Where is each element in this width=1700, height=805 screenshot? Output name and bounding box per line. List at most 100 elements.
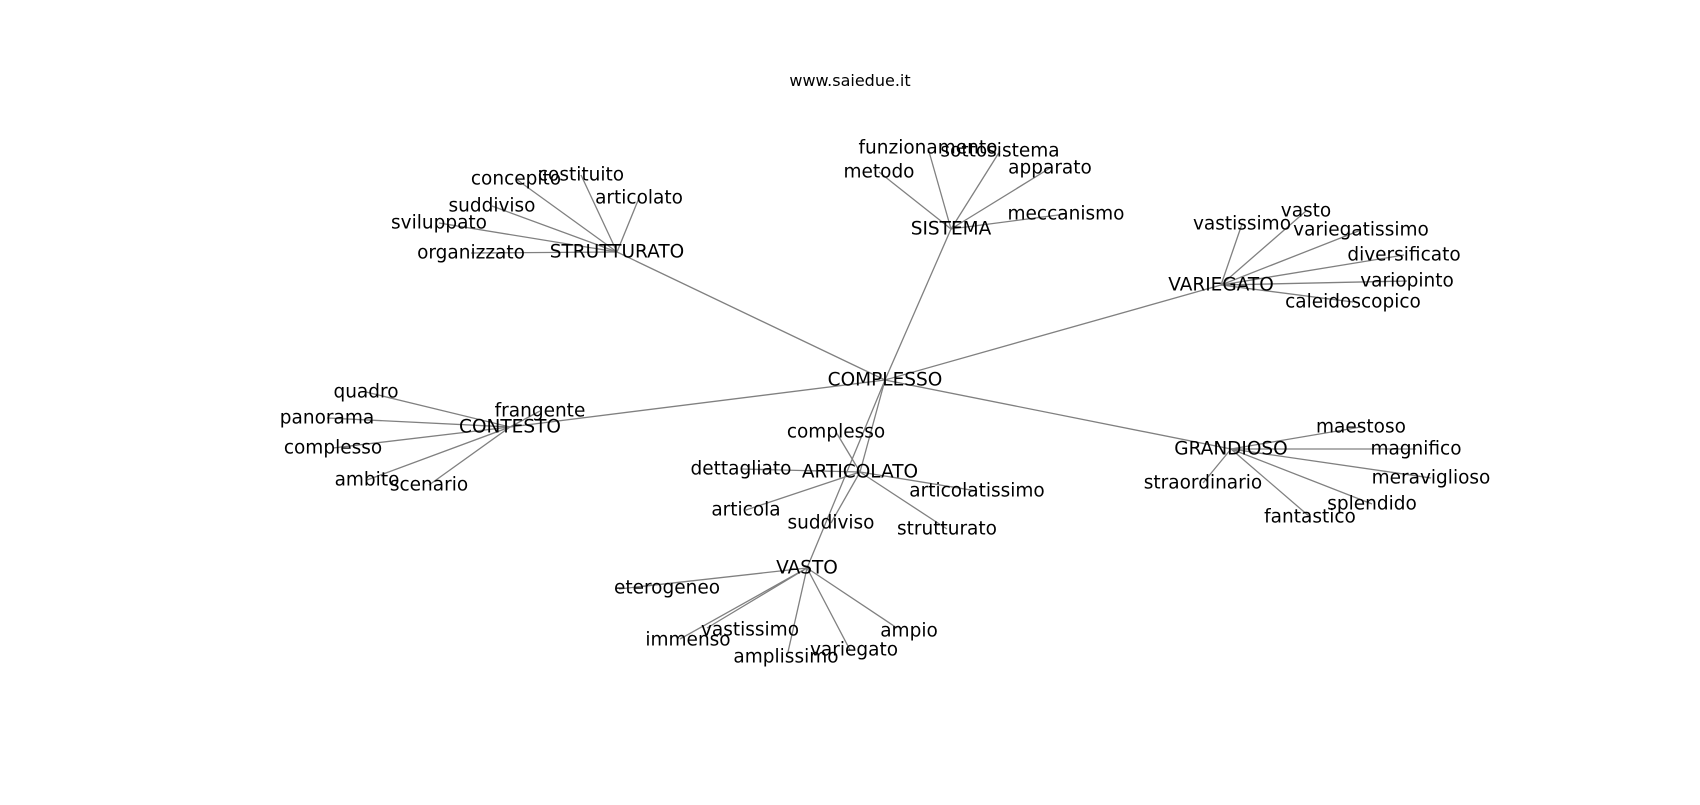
leaf-node-maestoso: maestoso	[1316, 417, 1406, 438]
leaf-node-panorama: panorama	[280, 408, 374, 429]
leaf-node-diversificato: diversificato	[1347, 245, 1460, 266]
hub-node-articolato: ARTICOLATO	[802, 462, 918, 483]
leaf-node-dettagliato: dettagliato	[691, 459, 792, 480]
leaf-node-variegato: variegato	[810, 640, 898, 661]
leaf-node-splendido: splendido	[1327, 494, 1417, 515]
leaf-node-vastissimo: vastissimo	[1193, 214, 1291, 235]
leaf-node-costituito: costituito	[538, 165, 624, 186]
leaf-node-variegatissimo: variegatissimo	[1293, 220, 1429, 241]
edge-strutturato-articolato	[616, 197, 640, 253]
edge-root-sistema	[884, 228, 952, 381]
leaf-node-articola: articola	[711, 500, 780, 521]
leaf-node-sottosistema: sottosistema	[940, 141, 1059, 162]
leaf-node-concepito: concepito	[471, 169, 561, 190]
leaf-node-frangente: frangente	[495, 401, 586, 422]
edge-strutturato-costituito	[580, 174, 618, 253]
edge-vasto-amplissimo	[787, 567, 808, 653]
edge-sistema-funzionamento	[927, 147, 952, 230]
edge-root-strutturato	[616, 251, 886, 381]
leaf-node-ampio: ampio	[880, 621, 938, 642]
leaf-node-magnifico: magnifico	[1370, 439, 1461, 460]
root-node-label: COMPLESSO	[828, 370, 943, 391]
edge-variegato-variopinto	[1220, 280, 1408, 286]
edge-variegato-vasto	[1220, 210, 1307, 286]
leaf-node-suddiviso: suddiviso	[787, 513, 874, 534]
edge-contesto-complesso	[332, 426, 511, 449]
leaf-node-strutturato: strutturato	[897, 519, 997, 540]
leaf-node-meccanismo: meccanismo	[1008, 204, 1125, 225]
edge-strutturato-organizzato	[470, 251, 618, 254]
leaf-node-straordinario: straordinario	[1144, 473, 1262, 494]
edge-variegato-vastissimo	[1220, 223, 1243, 286]
edge-articolato-articolatissimo	[859, 471, 978, 492]
edge-strutturato-suddiviso	[491, 205, 618, 253]
edge-articolato-suddiviso	[830, 471, 861, 524]
leaf-node-organizzato: organizzato	[417, 243, 525, 264]
hub-node-variegato: VARIEGATO	[1168, 275, 1274, 296]
edge-vasto-ampio	[806, 567, 898, 629]
edge-articolato-articola	[745, 471, 861, 511]
leaf-node-scenario: scenario	[390, 475, 468, 496]
labels: COMPLESSOSTRUTTURATOconcepitocostituitoa…	[280, 138, 1491, 668]
leaf-node-articolatissimo: articolatissimo	[909, 481, 1044, 502]
edge-contesto-frangente	[509, 410, 541, 428]
edge-grandioso-meraviglioso	[1230, 448, 1432, 479]
edge-contesto-scenario	[428, 426, 511, 486]
edge-strutturato-sviluppato	[438, 222, 618, 253]
leaf-node-vastissimo: vastissimo	[701, 620, 799, 641]
hub-node-sistema: SISTEMA	[911, 219, 992, 240]
edge-contesto-quadro	[365, 391, 511, 428]
edge-vasto-variegato	[806, 567, 851, 651]
edge-root-contesto	[509, 379, 886, 428]
edge-sistema-meccanismo	[950, 213, 1067, 230]
edge-contesto-ambito	[366, 426, 511, 481]
leaf-node-eterogeneo: eterogeneo	[614, 578, 720, 599]
leaf-node-meraviglioso: meraviglioso	[1372, 468, 1491, 489]
leaf-node-suddiviso: suddiviso	[448, 196, 535, 217]
leaf-node-amplissimo: amplissimo	[733, 647, 838, 668]
edge-root-vasto	[806, 379, 886, 569]
edge-variegato-variegatissimo	[1220, 229, 1362, 286]
edge-root-grandioso	[884, 379, 1232, 450]
edge-articolato-strutturato	[859, 471, 948, 530]
leaf-node-fantastico: fantastico	[1264, 507, 1356, 528]
leaf-node-funzionamento: funzionamento	[859, 138, 998, 159]
leaf-node-variopinto: variopinto	[1360, 271, 1454, 292]
leaf-node-sviluppato: sviluppato	[391, 213, 487, 234]
edge-vasto-immenso	[679, 567, 808, 640]
site-url-text: www.saiedue.it	[789, 71, 911, 90]
edge-sistema-sottosistema	[950, 150, 1001, 230]
edge-grandioso-splendido	[1230, 448, 1373, 505]
leaf-node-ambito: ambito	[335, 470, 400, 491]
leaf-node-vasto: vasto	[1281, 201, 1332, 222]
edge-articolato-complesso	[835, 431, 861, 473]
edge-root-articolato	[859, 379, 886, 473]
edge-variegato-caleidoscopico	[1220, 284, 1354, 303]
leaf-node-immenso: immenso	[645, 630, 730, 651]
edge-articolato-dettagliato	[740, 468, 861, 473]
edges	[326, 147, 1432, 653]
hub-node-strutturato: STRUTTURATO	[550, 242, 684, 263]
edge-root-variegato	[884, 284, 1222, 381]
leaf-node-quadro: quadro	[333, 382, 398, 403]
leaf-node-metodo: metodo	[843, 162, 914, 183]
edge-grandioso-straordinario	[1202, 448, 1232, 484]
hub-node-grandioso: GRANDIOSO	[1174, 439, 1288, 460]
edge-contesto-panorama	[326, 417, 511, 428]
edge-vasto-eterogeneo	[618, 567, 808, 590]
hub-node-vasto: VASTO	[776, 558, 838, 579]
edge-variegato-diversificato	[1220, 254, 1405, 286]
leaf-node-complesso: complesso	[284, 438, 382, 459]
edge-sistema-metodo	[878, 171, 952, 230]
edge-sistema-apparato	[950, 167, 1051, 230]
edge-strutturato-concepito	[515, 178, 618, 253]
hub-node-contesto: CONTESTO	[459, 417, 561, 438]
leaf-node-articolato: articolato	[595, 188, 683, 209]
edge-grandioso-fantastico	[1230, 448, 1311, 518]
leaf-node-caleidoscopico: caleidoscopico	[1285, 292, 1421, 313]
leaf-node-apparato: apparato	[1008, 158, 1092, 179]
leaf-node-complesso: complesso	[787, 422, 885, 443]
edge-grandioso-maestoso	[1230, 426, 1362, 450]
